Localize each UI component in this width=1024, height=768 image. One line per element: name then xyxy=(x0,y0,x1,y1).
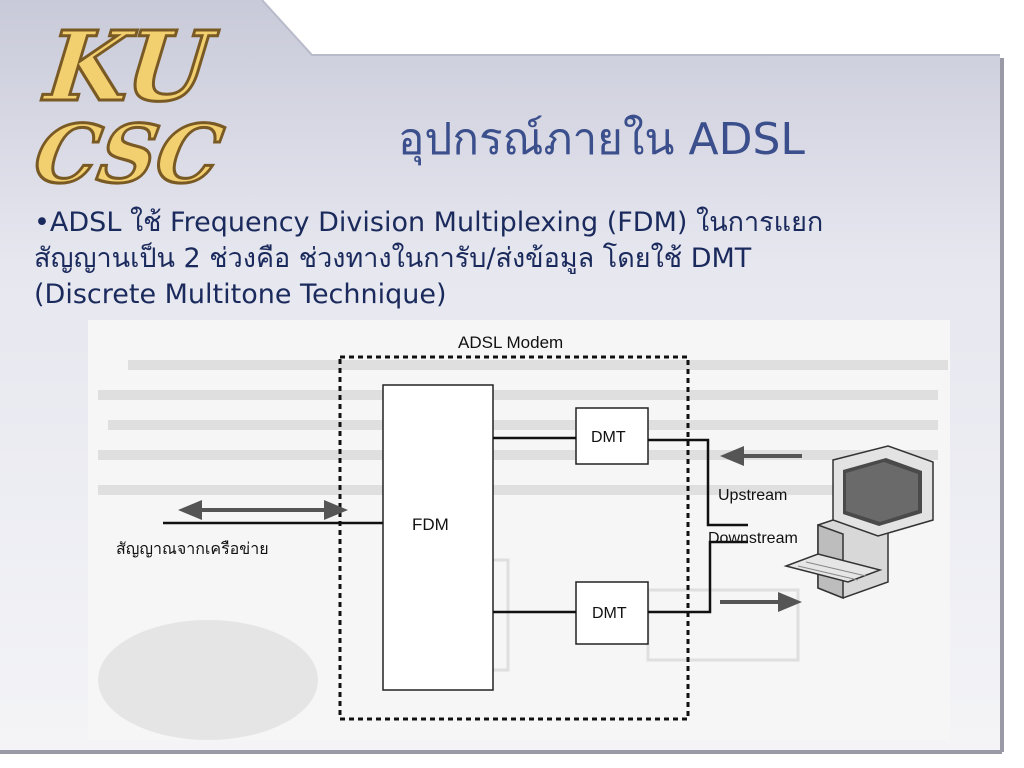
upstream-label: Upstream xyxy=(718,487,787,504)
dmt-top-box xyxy=(575,407,649,465)
network-signal-label: สัญญาณจากเครือข่าย xyxy=(116,539,269,558)
dmt-top-label: DMT xyxy=(591,429,626,446)
body-line-2: สัญญานเป็น 2 ช่วงคือ ช่วงทางในการับ/ส่งข… xyxy=(34,243,752,274)
upstream-arrow xyxy=(720,446,802,466)
logo-line-2: CSC xyxy=(32,108,229,198)
dmt-bottom-label: DMT xyxy=(592,605,627,622)
network-double-arrow xyxy=(178,500,348,520)
downstream-label: Downstream xyxy=(708,530,798,547)
diagram-background xyxy=(88,320,950,740)
slide-title: อุปกรณ์ภายใน ADSL xyxy=(398,114,805,165)
dmt-bottom-box xyxy=(575,581,649,645)
adsl-modem-label: ADSL Modem xyxy=(458,333,563,352)
downstream-arrow xyxy=(720,592,802,612)
adsl-modem-diagram: ADSL Modem FDM DMT DMT สัญญาณจากเครือข่า… xyxy=(88,320,950,740)
adsl-modem-box xyxy=(338,355,690,721)
body-text: •ADSL ใช้ Frequency Division Multiplexin… xyxy=(34,205,994,313)
fdm-box xyxy=(382,384,494,691)
logo-line-1: KU xyxy=(38,18,222,123)
ku-csc-logo: KU CSC xyxy=(32,18,231,198)
computer-icon xyxy=(783,445,934,600)
body-line-3: (Discrete Multitone Technique) xyxy=(34,279,447,310)
body-line-1: •ADSL ใช้ Frequency Division Multiplexin… xyxy=(34,207,824,238)
fdm-label: FDM xyxy=(412,515,449,534)
connection-lines xyxy=(163,436,748,614)
